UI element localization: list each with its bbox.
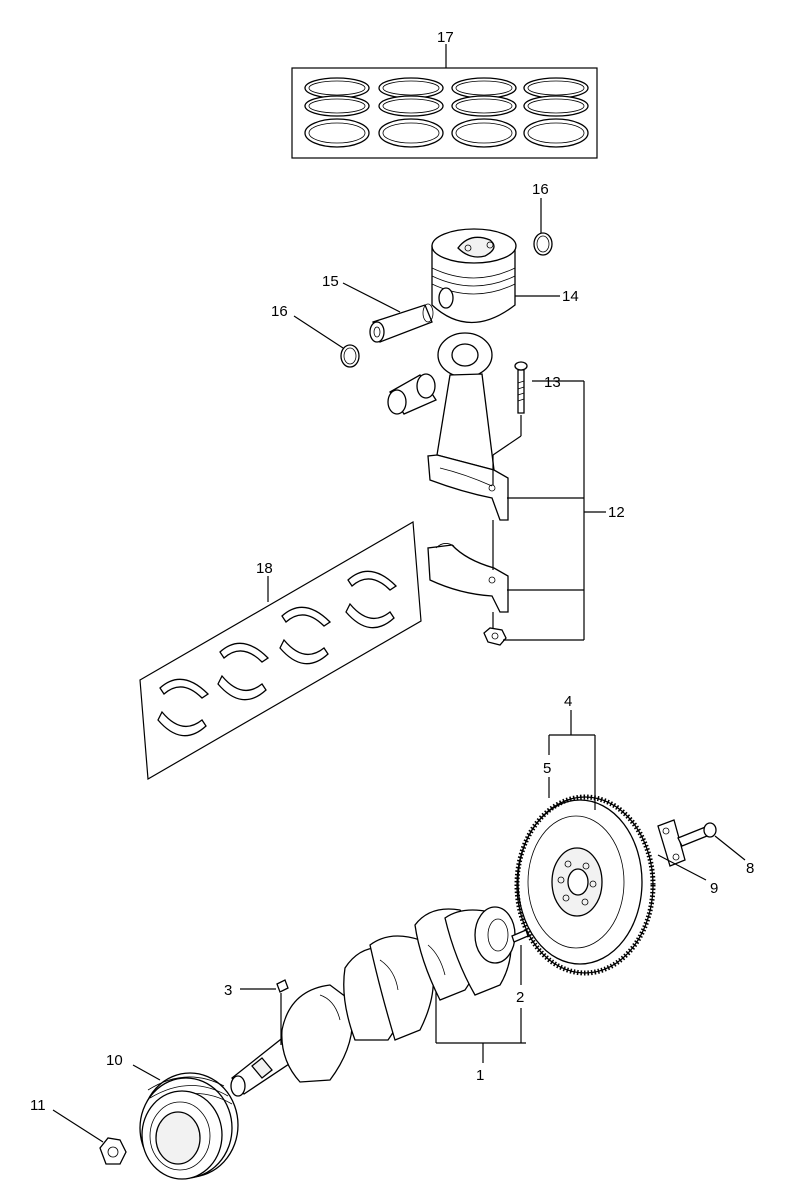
connecting-rod-icon — [427, 332, 528, 646]
piston-ring-set-icon — [291, 44, 598, 159]
dowel-pin-icon — [511, 929, 529, 943]
piston-pin-icon — [369, 303, 434, 343]
callout-15: 15 — [322, 273, 339, 290]
callout-2: 2 — [516, 989, 524, 1006]
callout-4: 4 — [564, 693, 572, 710]
callout-16-left: 16 — [271, 303, 288, 320]
pulley-icon — [139, 1072, 239, 1180]
snap-ring-icon — [533, 232, 553, 256]
flywheel-icon — [514, 794, 656, 976]
ring-stack-4 — [523, 77, 589, 148]
bearing-shell-pair — [279, 606, 332, 665]
callout-1: 1 — [476, 1067, 484, 1084]
bolt-icon — [677, 822, 717, 847]
callout-8: 8 — [746, 860, 754, 877]
piston-icon — [431, 228, 517, 324]
bearing-shell-pair — [217, 642, 270, 701]
woodruff-key-icon — [276, 979, 289, 993]
snap-ring-icon — [340, 344, 360, 368]
bearing-shell-pair — [345, 570, 398, 629]
callout-3: 3 — [224, 982, 232, 999]
callout-9: 9 — [710, 880, 718, 897]
bushing-icon — [387, 373, 437, 415]
callout-17: 17 — [437, 29, 454, 46]
ring-stack-1 — [304, 77, 370, 148]
callout-16-top: 16 — [532, 181, 549, 198]
ring-stack-2 — [378, 77, 444, 148]
lock-plate-icon — [657, 819, 686, 867]
bearing-set-icon — [139, 521, 422, 780]
callout-14: 14 — [562, 288, 579, 305]
callout-11: 11 — [30, 1097, 46, 1114]
crankshaft-icon — [230, 906, 516, 1097]
ring-stack-3 — [451, 77, 517, 148]
bearing-shell-pair — [157, 678, 210, 737]
callout-18: 18 — [256, 560, 273, 577]
callout-13: 13 — [544, 374, 561, 391]
nut-icon — [99, 1137, 127, 1165]
callout-5: 5 — [543, 760, 551, 777]
callout-10: 10 — [106, 1052, 123, 1069]
callout-12: 12 — [608, 504, 625, 521]
